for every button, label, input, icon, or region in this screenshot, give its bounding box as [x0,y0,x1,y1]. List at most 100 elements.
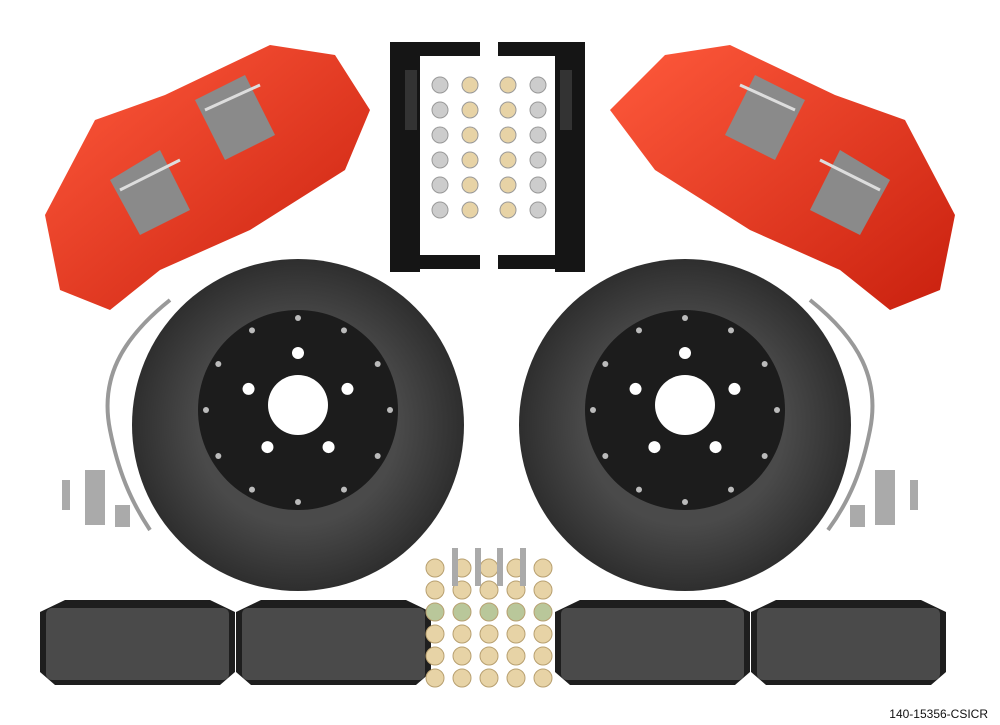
washer [479,668,499,688]
rotor-rivet [761,361,768,367]
washer [479,580,499,600]
bolt-hole [648,441,661,454]
shim-washer [529,76,547,94]
washer [425,558,445,578]
rotor-rivet [774,407,780,413]
rotor-rivet [590,407,596,413]
rotor-rivet [728,327,734,334]
rotor-rivet [295,499,301,505]
rotor-rivet [341,486,347,493]
bracket-shims [431,76,547,219]
washer [479,624,499,644]
pad-friction-surface [46,608,229,680]
washer [506,668,526,688]
washer [479,646,499,666]
washer [452,646,472,666]
shim-washer [529,176,547,194]
rotor-rivet [215,453,222,459]
washer [533,602,553,622]
rotor-rivet [728,486,734,493]
rotor-rivet [636,327,642,334]
rotor-rivet [203,407,209,413]
shim-washer [499,76,517,94]
shim-washer [529,151,547,169]
rotor-rivet [602,453,609,459]
bolt [520,548,526,586]
washer [479,602,499,622]
rotor-rivet [374,453,381,459]
brake-line-left [105,298,172,532]
rotor-rivet [341,327,347,334]
mounting-bracket-left [390,42,480,272]
bolt-hole [728,382,741,395]
washer [479,558,499,578]
washer [506,624,526,644]
shim-washer [431,126,449,144]
rotor-rivet [215,361,222,367]
shim-washer [499,101,517,119]
washer [452,624,472,644]
rotor-rivet [682,499,688,505]
washer [533,580,553,600]
bolt-hole [679,347,691,359]
shim-washer [431,101,449,119]
shim-washer [431,201,449,219]
bolt [475,548,481,586]
bolt-hole [709,441,722,454]
line-fittings-left [62,470,130,527]
shim-washer [461,176,479,194]
pad-friction-surface [242,608,425,680]
rotor-left [132,259,464,591]
shim-washer [431,76,449,94]
bolt-hole [629,382,642,395]
mounting-bracket-right [498,42,585,272]
washer [425,602,445,622]
shim-washer [461,151,479,169]
washer [533,624,553,644]
washer [506,602,526,622]
caliper-left [45,45,370,310]
mounting-hardware [425,548,553,688]
rotor-rivet [295,315,301,321]
rotor-rivet [374,361,381,367]
washer [452,602,472,622]
rotor-right [519,259,851,591]
shim-washer [499,151,517,169]
bolt-hole [292,347,304,359]
bolt-hole [341,382,354,395]
shim-washer [461,101,479,119]
brake-line-right [808,298,875,532]
shim-washer [499,176,517,194]
shim-washer [499,201,517,219]
shim-washer [431,151,449,169]
pad-friction-surface [757,608,940,680]
bolt [452,548,458,586]
washer [533,646,553,666]
bolt-hole [242,382,255,395]
bolt [497,548,503,586]
washer [506,646,526,666]
rotor-rivet [387,407,393,413]
line-fittings-right [850,470,918,527]
shim-washer [431,176,449,194]
rotor-rivet [602,361,609,367]
rotor-rivet [682,315,688,321]
washer [533,558,553,578]
shim-washer [529,201,547,219]
part-number-label: 140-15356-CSICR [889,707,988,721]
washer [425,580,445,600]
rotor-rivet [249,327,255,334]
shim-washer [461,76,479,94]
pad-friction-surface [561,608,744,680]
caliper-right [610,45,955,310]
washer [533,668,553,688]
washer [425,624,445,644]
rotor-rivet [636,486,642,493]
shim-washer [461,201,479,219]
shim-washer [461,126,479,144]
washer [425,646,445,666]
washer [452,668,472,688]
washer [425,668,445,688]
bolt-hole [322,441,335,454]
